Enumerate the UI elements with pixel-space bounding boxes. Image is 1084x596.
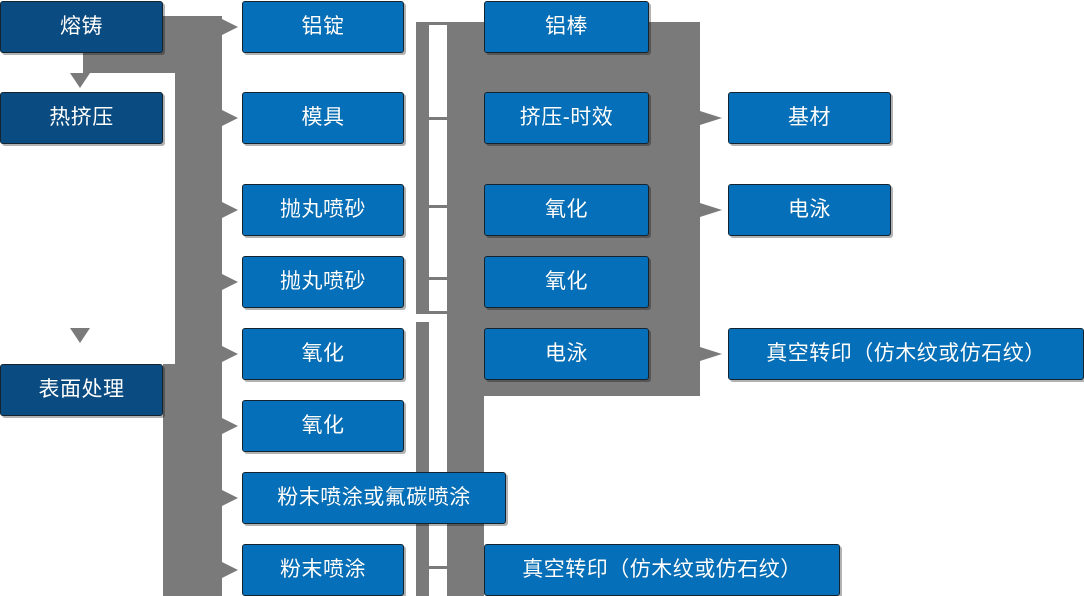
step-box-oxidation-1[interactable]: 氧化	[242, 328, 404, 380]
middle-rung-4	[429, 277, 447, 280]
middle-rung-3	[429, 205, 447, 208]
step-label-oxidation-1: 氧化	[301, 342, 345, 366]
step-label-base-material: 基材	[788, 106, 831, 130]
arrow-to-shot-blasting-1	[222, 202, 238, 218]
arrow-to-base-material-tail	[694, 116, 706, 120]
arrow-to-vacuum-transfer-right	[700, 347, 722, 361]
step-label-extrusion-aging: 挤压-时效	[519, 106, 614, 130]
arrow-to-oxidation-1	[222, 346, 238, 362]
middle-rung-5	[429, 311, 447, 314]
step-label-powder-spray: 粉末喷涂	[280, 558, 366, 582]
step-box-vacuum-transfer-printing-right[interactable]: 真空转印（仿木纹或仿石纹）	[728, 328, 1084, 380]
step-label-oxidation-4: 氧化	[545, 270, 588, 294]
step-box-aluminum-bar[interactable]: 铝棒	[484, 1, 649, 53]
step-box-extrusion-aging[interactable]: 挤压-时效	[484, 92, 649, 144]
step-label-powder-or-fluorocarbon-spray: 粉末喷涂或氟碳喷涂	[277, 486, 471, 510]
stage-label-hot-extrusion: 热挤压	[49, 106, 114, 130]
middle-rung-2	[429, 117, 447, 120]
arrow-to-powder-spray	[222, 562, 238, 578]
arrow-to-electrophoresis-2	[700, 203, 722, 217]
stage-label-melt-cast: 熔铸	[60, 15, 103, 39]
stage-box-melt-cast[interactable]: 熔铸	[0, 1, 163, 53]
step-label-vacuum-transfer-printing-right: 真空转印（仿木纹或仿石纹）	[766, 342, 1046, 366]
arrow-to-aluminum-ingot	[222, 19, 238, 35]
arrow-to-oxidation-2	[222, 418, 238, 434]
step-box-oxidation-4[interactable]: 氧化	[484, 256, 649, 308]
step-label-electrophoresis-2: 电泳	[788, 198, 831, 222]
arrow-to-vacuum-transfer-right-tail	[694, 352, 706, 356]
step-label-shot-blasting-2: 抛丸喷砂	[280, 270, 366, 294]
step-label-aluminum-bar: 铝棒	[545, 15, 588, 39]
arrow-extrusion-to-surface	[70, 328, 90, 343]
step-box-oxidation-3[interactable]: 氧化	[484, 184, 649, 236]
step-box-vacuum-transfer-printing-bottom[interactable]: 真空转印（仿木纹或仿石纹）	[484, 544, 840, 596]
stage-box-surface-treatment[interactable]: 表面处理	[0, 364, 163, 416]
middle-bar-inner-bottom	[416, 322, 429, 596]
left-trunk-arrowheads	[222, 19, 238, 578]
left-trunk-lower-shape	[163, 364, 222, 596]
step-box-electrophoresis-1[interactable]: 电泳	[484, 328, 649, 380]
column-three-arrowheads	[694, 111, 722, 361]
arrow-to-electrophoresis-2-tail	[694, 208, 706, 212]
middle-rung-6	[429, 566, 447, 569]
step-box-powder-spray[interactable]: 粉末喷涂	[242, 544, 404, 596]
arrow-to-base-material	[700, 111, 722, 125]
middle-bar-inner-top	[416, 22, 429, 314]
stage-label-surface-treatment: 表面处理	[38, 378, 125, 402]
step-label-oxidation-2: 氧化	[301, 414, 345, 438]
stage-box-hot-extrusion[interactable]: 热挤压	[0, 92, 163, 144]
arrow-to-mold	[222, 110, 238, 126]
step-label-shot-blasting-1: 抛丸喷砂	[280, 198, 366, 222]
step-label-oxidation-3: 氧化	[545, 198, 588, 222]
step-label-aluminum-ingot: 铝锭	[301, 15, 345, 39]
step-label-electrophoresis-1: 电泳	[545, 342, 588, 366]
step-box-oxidation-2[interactable]: 氧化	[242, 400, 404, 452]
step-label-vacuum-transfer-printing-bottom: 真空转印（仿木纹或仿石纹）	[522, 558, 802, 582]
surface-treatment-stub	[163, 388, 203, 392]
step-box-mold[interactable]: 模具	[242, 92, 404, 144]
step-box-powder-or-fluorocarbon-spray[interactable]: 粉末喷涂或氟碳喷涂	[242, 472, 506, 524]
arrow-to-shot-blasting-2	[222, 274, 238, 290]
step-box-aluminum-ingot[interactable]: 铝锭	[242, 1, 404, 53]
step-box-electrophoresis-2[interactable]: 电泳	[728, 184, 891, 236]
step-box-shot-blasting-1[interactable]: 抛丸喷砂	[242, 184, 404, 236]
step-box-shot-blasting-2[interactable]: 抛丸喷砂	[242, 256, 404, 308]
arrow-melt-to-extrusion	[70, 73, 90, 88]
step-label-mold: 模具	[301, 106, 345, 130]
step-box-base-material[interactable]: 基材	[728, 92, 891, 144]
middle-rung-1	[429, 22, 447, 25]
arrow-to-powder-or-fluorocarbon	[222, 490, 238, 506]
